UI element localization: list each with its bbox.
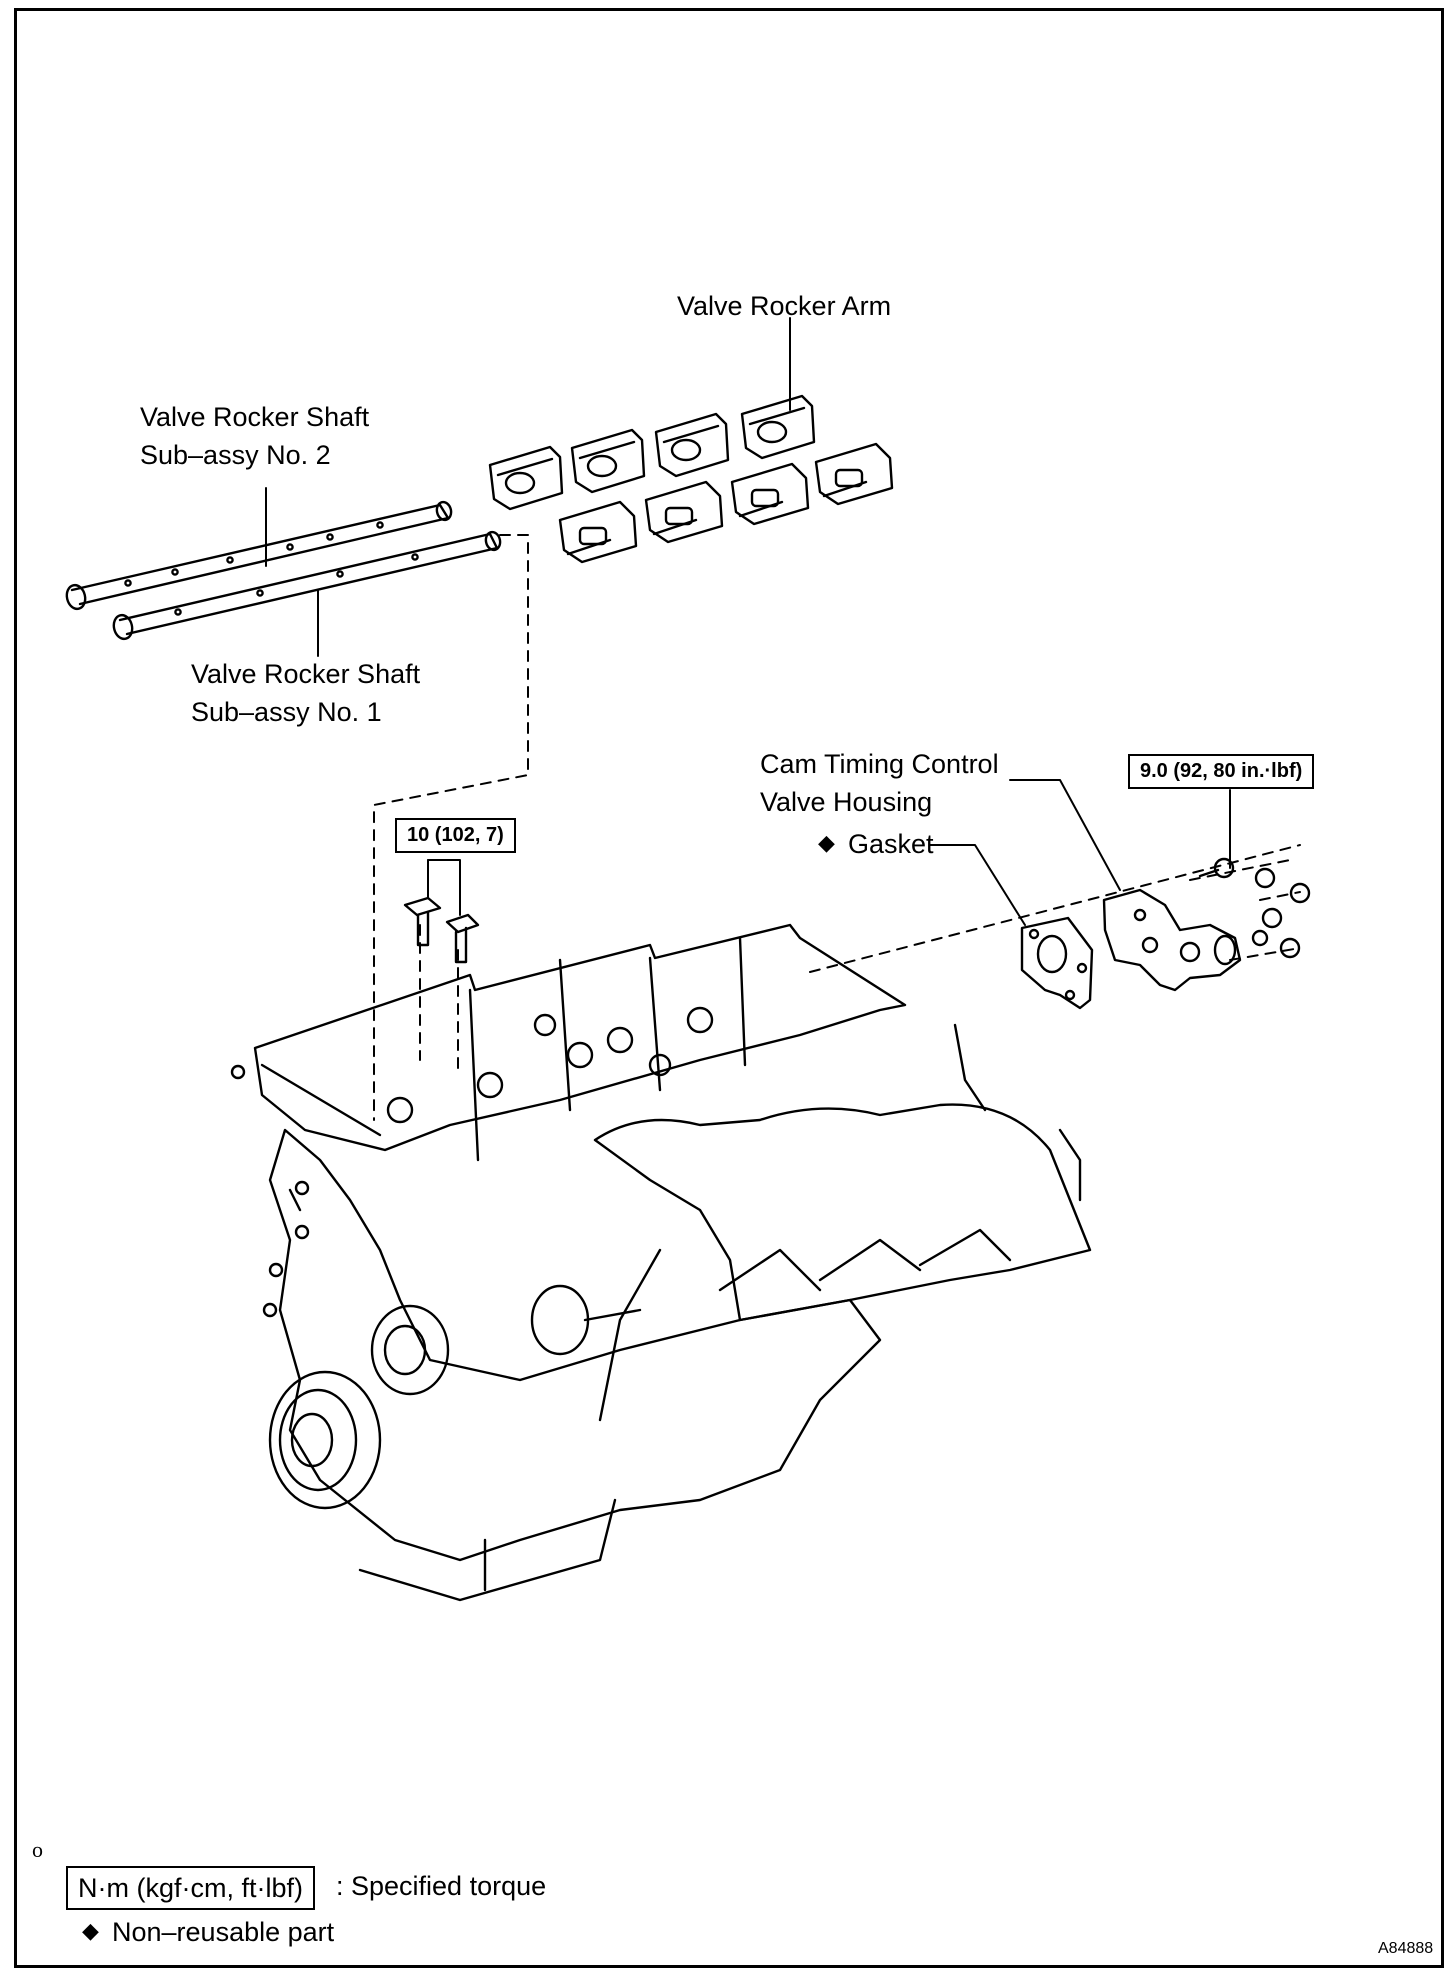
label-cam-timing-line2: Valve Housing: [760, 787, 933, 817]
legend-diamond-icon: ◆: [82, 1918, 99, 1943]
rocker-shaft-no1: [112, 530, 502, 641]
legend-torque-unit-box: N·m (kgf·cm, ft·lbf): [66, 1866, 315, 1910]
label-rocker-shaft-no1-line1: Valve Rocker Shaft: [191, 659, 421, 689]
label-valve-rocker-arm: Valve Rocker Arm: [677, 291, 892, 321]
engine-cylinder-head: [230, 923, 907, 1162]
label-rocker-shaft-no2-line2: Sub–assy No. 2: [140, 440, 331, 470]
torque-spec-housing: 9.0 (92, 80 in.·lbf): [1128, 754, 1315, 789]
torque-spec-shaft-bolts: 10 (102, 7): [395, 818, 516, 853]
label-rocker-shaft-no2-line1: Valve Rocker Shaft: [140, 402, 370, 432]
figure-id: A84888: [1378, 1940, 1434, 1957]
label-cam-timing-line1: Cam Timing Control: [760, 749, 999, 779]
leader-lines: [265, 317, 1231, 926]
cam-timing-control-valve-housing: [1102, 888, 1242, 992]
legend-non-reusable-text: Non–reusable part: [112, 1917, 335, 1947]
legend-marker: o: [32, 1837, 43, 1862]
engine-block: [262, 1128, 882, 1602]
dashed-alignment-lines: [373, 534, 1301, 1121]
label-gasket: Gasket: [848, 829, 934, 859]
intake-manifold: [593, 1023, 1092, 1322]
rocker-shaft-bolts: [403, 896, 480, 964]
legend-torque-unit-desc: : Specified torque: [336, 1871, 547, 1901]
diagram-frame: [14, 8, 1444, 1968]
rocker-shaft-no2: [65, 500, 453, 611]
housing-bolts: [1198, 857, 1311, 959]
non-reusable-diamond-icon: ◆: [818, 830, 835, 855]
label-rocker-shaft-no1-line2: Sub–assy No. 1: [191, 697, 382, 727]
gasket: [1020, 916, 1094, 1010]
valve-rocker-arms: [488, 394, 894, 564]
